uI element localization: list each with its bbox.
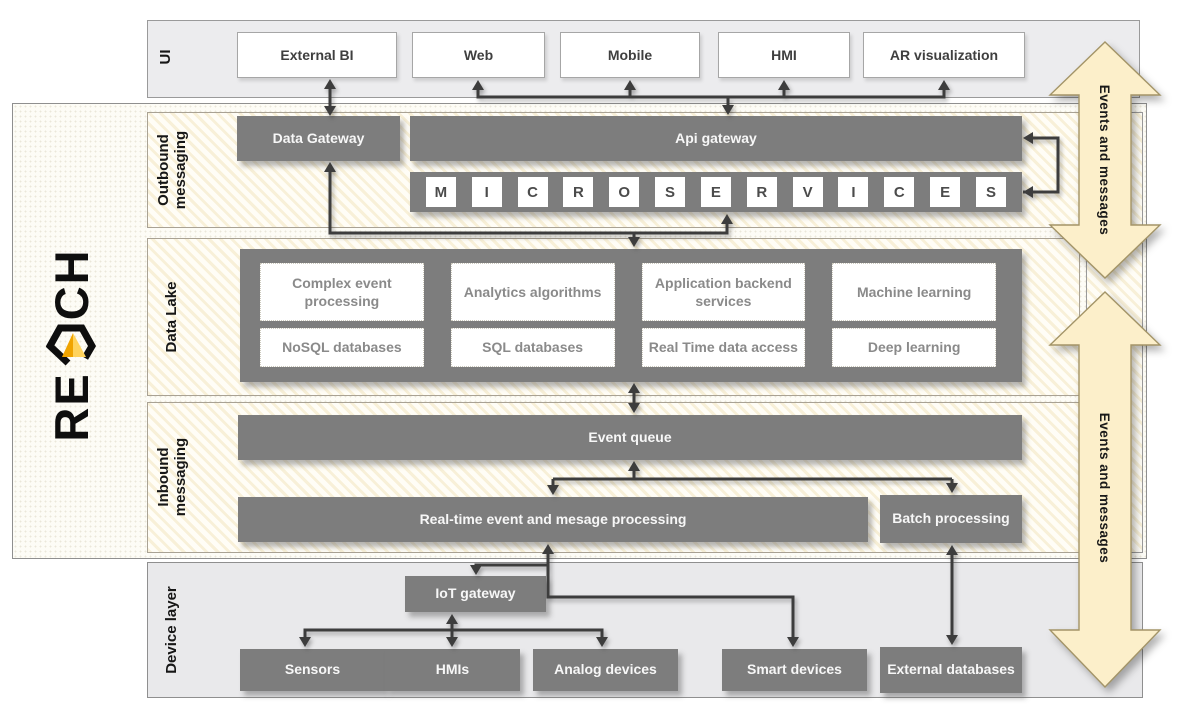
- lake-cell-machine-learning: Machine learning: [832, 263, 996, 321]
- events-arrow-bottom-label: Events and messages: [1097, 412, 1113, 564]
- lake-cell-application-backend-services: Application backend services: [641, 263, 806, 321]
- arrow-batch-externaldb: [946, 545, 958, 645]
- microservices-letter: C: [517, 177, 548, 207]
- node-mobile: Mobile: [560, 32, 700, 78]
- microservices-letter: I: [471, 177, 502, 207]
- lake-cell-real-time-data-access: Real Time data access: [641, 327, 806, 367]
- microservices-letter: R: [563, 177, 594, 207]
- arrow-api-gateway-microservices-loop: [1023, 132, 1060, 198]
- node-realtime-processing: Real-time event and mesage processing: [238, 497, 868, 542]
- node-hmis: HMIs: [385, 649, 520, 691]
- node-iot-gateway: IoT gateway: [405, 576, 546, 612]
- arrow-ui-to-api-gateway: [472, 80, 950, 115]
- arrow-eventqueue-split: [547, 461, 958, 495]
- microservices-letter: S: [655, 177, 686, 207]
- microservices-letter: E: [700, 177, 731, 207]
- microservices-letter: S: [975, 177, 1006, 207]
- microservices-letter: R: [746, 177, 777, 207]
- microservices-letter: C: [884, 177, 915, 207]
- node-event-queue: Event queue: [238, 415, 1022, 460]
- lake-cell-deep-learning: Deep learning: [832, 327, 996, 367]
- arrow-realtime-iot-smartdevices: [470, 544, 799, 647]
- lake-cell-complex-event-processing: Complex event processing: [260, 263, 424, 321]
- node-sensors: Sensors: [240, 649, 385, 691]
- node-web: Web: [412, 32, 545, 78]
- microservices-letter: V: [792, 177, 823, 207]
- node-hmi: HMI: [718, 32, 850, 78]
- reach-logo-a-icon: [46, 324, 96, 366]
- node-analog-devices: Analog devices: [533, 649, 678, 691]
- reach-logo: RE CH: [35, 243, 107, 447]
- microservices-letter: I: [838, 177, 869, 207]
- node-api-gateway: Api gateway: [410, 116, 1022, 161]
- node-ar-visualization: AR visualization: [863, 32, 1025, 78]
- node-external-databases: External databases: [880, 647, 1022, 693]
- node-external-bi: External BI: [237, 32, 397, 78]
- microservices-letter: M: [425, 177, 456, 207]
- lake-cell-sql-databases: SQL databases: [450, 327, 615, 367]
- node-data-gateway: Data Gateway: [237, 116, 400, 161]
- node-batch-processing: Batch processing: [880, 495, 1022, 543]
- microservices-bar: M I C R O S E R V I C E S: [410, 172, 1022, 212]
- microservices-letter: E: [930, 177, 961, 207]
- lake-cell-analytics-algorithms: Analytics algorithms: [450, 263, 615, 321]
- lake-cell-nosql-databases: NoSQL databases: [260, 327, 424, 367]
- arrow-gateways-datalake-trunk: [324, 162, 733, 247]
- microservices-letter: O: [609, 177, 640, 207]
- arrow-externalbi-datagateway: [324, 79, 336, 116]
- node-smart-devices: Smart devices: [722, 649, 867, 691]
- data-lake-container: Complex event processing Analytics algor…: [240, 249, 1022, 382]
- arrow-datalake-eventqueue: [628, 383, 640, 413]
- arrow-iot-sensors-analog: [299, 628, 608, 647]
